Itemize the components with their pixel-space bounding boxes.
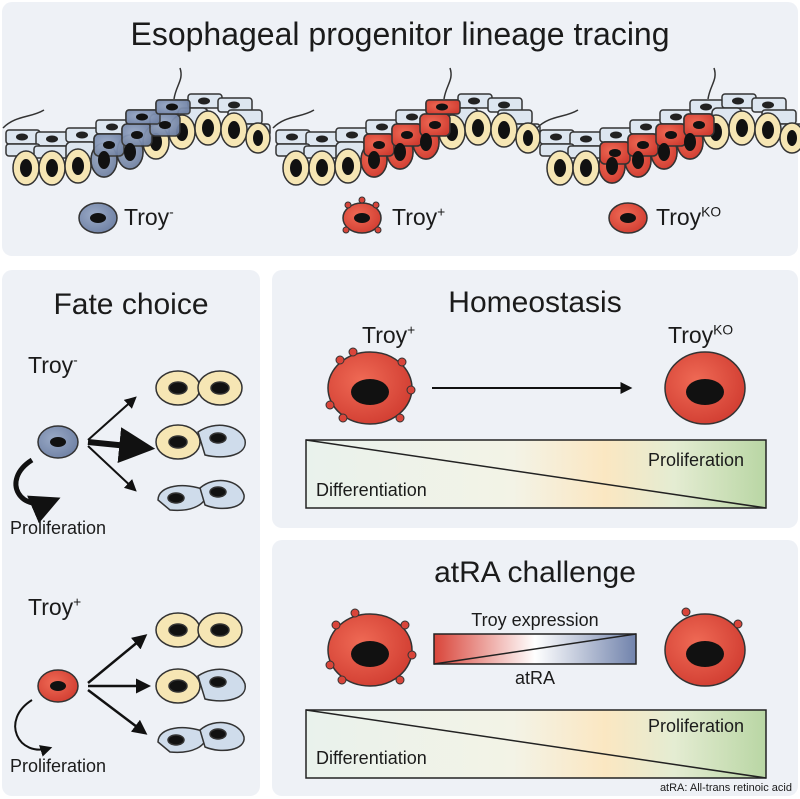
fate-neg-label: Troy- (28, 352, 78, 379)
homeostasis-bar-differentiation: Differentiation (316, 480, 427, 500)
panel-fate-choice (2, 270, 260, 796)
homeostasis-bar-proliferation: Proliferation (648, 450, 745, 470)
homeostasis-troy-pos-cell (325, 347, 416, 425)
legend-label-troy-pos: Troy+ (392, 204, 445, 231)
atra-gradient-bar (305, 709, 767, 779)
atra-troy-pos-cell (325, 608, 417, 687)
legend-icon-troy-pos (342, 196, 382, 234)
fate-neg-arrow-mid (87, 427, 156, 464)
legend-label-troy-pos-base: Troy (392, 204, 438, 230)
homeostasis-right-base: Troy (668, 322, 714, 348)
legend-icon-troy-neg (78, 202, 118, 234)
fate-neg-arrow-down (87, 445, 137, 492)
homeostasis-gradient-bar (305, 439, 767, 509)
homeostasis-title: Homeostasis (448, 286, 622, 319)
fate-neg-progenitor (37, 425, 79, 459)
atra-bar-differentiation: Differentiation (316, 748, 427, 768)
legend-label-troy-pos-sup: + (437, 204, 446, 220)
atra-troy-expression-gradient (433, 633, 637, 665)
fate-pos-progenitor (37, 669, 79, 703)
legend-label-troy-neg-base: Troy (124, 204, 170, 230)
legend-label-troy-ko-sup: KO (701, 204, 722, 220)
atra-expression-label: Troy expression (471, 610, 599, 630)
main-title: Esophageal progenitor lineage tracing (130, 16, 670, 52)
fate-pos-arrow-down (87, 689, 148, 735)
legend-label-troy-neg: Troy- (124, 204, 174, 231)
tissue-troy-pos (272, 67, 541, 186)
homeostasis-right-label: TroyKO (668, 322, 733, 349)
tissue-troy-neg (2, 67, 271, 186)
homeostasis-left-base: Troy (362, 322, 408, 348)
fate-prolif-label-2: Proliferation (10, 756, 107, 776)
fate-pos-self-renewal-arrow (14, 699, 53, 757)
legend-label-troy-ko-base: Troy (656, 204, 702, 230)
fate-neg-label-sup: - (73, 352, 78, 368)
homeostasis-left-label: Troy+ (362, 322, 415, 349)
atra-bar-proliferation: Proliferation (648, 716, 745, 736)
footnote: atRA: All-trans retinoic acid (659, 782, 792, 794)
legend-label-troy-neg-sup: - (169, 204, 174, 220)
fate-neg-daughters (155, 370, 246, 512)
fate-neg-label-base: Troy (28, 352, 74, 378)
fate-neg-self-renewal-arrow (13, 457, 61, 524)
fate-pos-arrow-up (87, 634, 148, 684)
atra-after-cell (664, 607, 746, 687)
atra-title: atRA challenge (434, 556, 636, 589)
legend-label-troy-ko: TroyKO (656, 204, 721, 231)
homeostasis-left-sup: + (407, 322, 416, 338)
fate-pos-label-sup: + (73, 594, 82, 610)
legend-icon-troy-ko (608, 202, 648, 234)
atra-label: atRA (514, 668, 556, 688)
fate-pos-daughters (155, 612, 246, 754)
fate-prolif-label-1: Proliferation (10, 518, 107, 538)
homeostasis-right-sup: KO (713, 322, 734, 338)
homeostasis-troy-ko-cell (664, 351, 746, 425)
fate-neg-arrow-up (87, 396, 137, 441)
fate-pos-label: Troy+ (28, 594, 81, 621)
fate-choice-title: Fate choice (53, 288, 209, 321)
tissue-troy-ko (536, 67, 800, 186)
fate-pos-label-base: Troy (28, 594, 74, 620)
